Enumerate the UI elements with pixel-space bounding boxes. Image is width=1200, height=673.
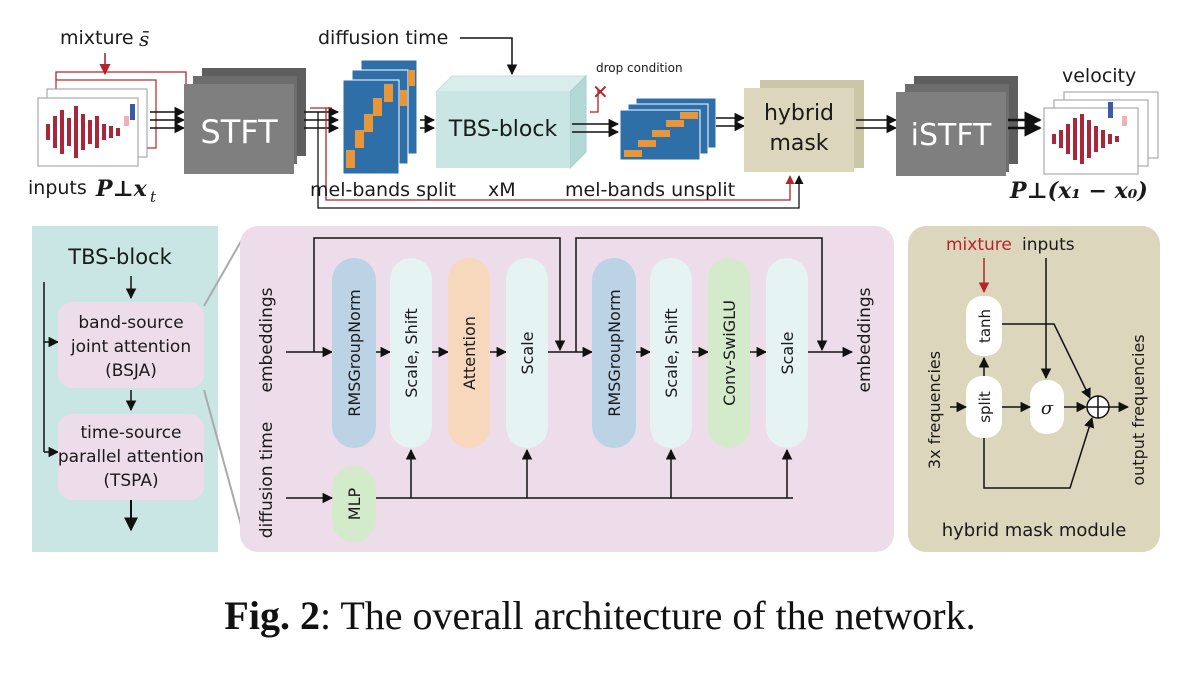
rmsgroupnorm-1-pill	[332, 258, 376, 448]
tanh-node	[966, 296, 1002, 356]
scale-2-label: Scale	[778, 331, 797, 374]
drop-condition-cross-icon: ✕	[592, 80, 609, 104]
repeat-label: xM	[488, 179, 516, 201]
mel-split-spectrogram	[342, 59, 418, 175]
velocity-formula: P⊥(x₁ − x₀)	[1009, 178, 1148, 204]
split-node	[966, 376, 1002, 438]
scale-1-label: Scale	[518, 331, 537, 374]
mel-unsplit-label: mel-bands unsplit	[565, 179, 735, 201]
tspa-box	[58, 414, 204, 500]
hybrid-mask-panel: mixture inputs tanh split σ 3x frequenci…	[908, 226, 1160, 552]
mel-split-label: mel-bands split	[310, 179, 456, 201]
tspa-line1: time-source	[81, 423, 182, 443]
stft-label: STFT	[200, 113, 278, 151]
mlp-pill	[332, 466, 376, 542]
scale-2-pill	[766, 258, 808, 448]
scale-shift-2-label: Scale, Shift	[662, 308, 681, 398]
mixture-symbol: s̄	[139, 27, 149, 51]
mask-inputs-label: inputs	[1022, 235, 1075, 255]
embeddings-in-label: embeddings	[257, 287, 277, 392]
sigma-node	[1030, 380, 1064, 434]
figure-caption: Fig. 2: The overall architecture of the …	[0, 592, 1200, 639]
mlp-label: MLP	[345, 487, 364, 520]
block-detail-panel: embeddings diffusion time embeddings RMS…	[240, 226, 894, 552]
split-label: split	[976, 391, 994, 423]
istft-block: iSTFT	[896, 76, 1018, 176]
inputs-formula: P⊥x	[95, 176, 148, 202]
stft-block: STFT	[184, 68, 306, 174]
bsja-line1: band-source	[78, 313, 183, 333]
inputs-label: inputs	[28, 177, 87, 199]
caption-text: : The overall architecture of the networ…	[319, 593, 976, 638]
scale-shift-2-pill	[650, 258, 692, 448]
tbs-block-label: TBS-block	[448, 117, 558, 142]
rmsgroupnorm-2-pill	[592, 258, 636, 448]
diffusion-time-in-label: diffusion time	[257, 422, 277, 539]
mask-module-title: hybrid mask module	[942, 520, 1127, 541]
tspa-line2: parallel attention	[58, 447, 204, 467]
istft-label: iSTFT	[911, 118, 992, 153]
mixture-label: mixture	[60, 27, 134, 49]
tbs-block-box: TBS-block	[434, 74, 588, 170]
scale-shift-1-pill	[390, 258, 432, 448]
inputs-formula-sub: t	[150, 188, 157, 206]
conv-swiglu-pill	[708, 258, 750, 448]
top-pipeline: mixture s̄	[28, 27, 1159, 209]
attention-pill	[448, 258, 490, 448]
rmsgroupnorm-2-label: RMSGroupNorm	[605, 289, 624, 416]
hybrid-mask-label-2: mask	[769, 131, 828, 156]
attention-label: Attention	[460, 316, 479, 390]
input-waveform-stack	[37, 79, 157, 167]
in-frequencies-label: 3x frequencies	[925, 351, 944, 469]
rmsgroupnorm-1-label: RMSGroupNorm	[345, 289, 364, 416]
tspa-line3: (TSPA)	[103, 471, 158, 491]
input-waveform-bars	[46, 106, 120, 158]
tbs-panel-title: TBS-block	[67, 245, 172, 269]
embeddings-out-label: embeddings	[855, 287, 875, 392]
bsja-line3: (BSJA)	[105, 361, 157, 381]
sum-icon	[1086, 395, 1110, 419]
output-waveform-stack	[1043, 91, 1159, 175]
sigma-label: σ	[1041, 398, 1054, 419]
diffusion-time-label: diffusion time	[318, 27, 448, 49]
bsja-box	[58, 302, 204, 388]
velocity-label: velocity	[1062, 65, 1136, 87]
out-frequencies-label: output frequencies	[1129, 334, 1148, 485]
scale-shift-1-label: Scale, Shift	[402, 308, 421, 398]
hybrid-mask-label-1: hybrid	[764, 101, 834, 126]
tbs-block-panel: TBS-block band-source joint attention (B…	[32, 226, 218, 552]
tanh-label: tanh	[976, 309, 994, 343]
caption-label: Fig. 2	[224, 593, 320, 638]
scale-1-pill	[506, 258, 548, 448]
conv-swiglu-label: Conv-SwiGLU	[720, 300, 739, 406]
drop-condition-label: drop condition	[596, 61, 683, 75]
bsja-line2: joint attention	[70, 337, 191, 357]
hybrid-mask-block: hybrid mask	[744, 80, 864, 172]
mask-mixture-label: mixture	[946, 235, 1012, 255]
mel-unsplit-spectrogram	[619, 97, 717, 161]
